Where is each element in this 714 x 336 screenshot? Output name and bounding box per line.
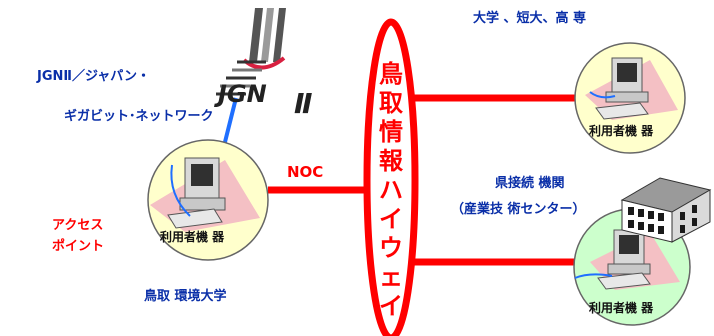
top-right-site-label: 大学 、短大、高 専	[473, 11, 587, 26]
bottom-right-device-label: 利用者機 器	[589, 301, 654, 315]
hub-char: ハ	[379, 176, 403, 204]
building-icon	[620, 177, 712, 243]
hub-char: イ	[379, 292, 403, 320]
hub-char: 情	[379, 118, 403, 146]
hub-char: 報	[379, 147, 403, 175]
hub-char: ェ	[379, 263, 403, 291]
link-jgn-uplink	[221, 97, 238, 151]
hub-char: ウ	[379, 234, 403, 262]
top-right-computer-icon	[585, 57, 678, 120]
left-device-label: 利用者機 器	[160, 230, 225, 244]
access-point-label-line2: ポイント	[52, 239, 105, 254]
left-site-label: 鳥取 環境大学	[144, 289, 227, 304]
top-right-device-label: 利用者機 器	[589, 124, 654, 138]
hub-label: 鳥 取 情 報 ハ イ ウ ェ イ	[368, 60, 414, 321]
bottom-right-site-label-line2: （産業技 術センター）	[451, 202, 586, 217]
jgn-roman-two: Ⅱ	[294, 87, 313, 120]
bottom-right-site-label-line1: 県接続 機関	[495, 176, 565, 191]
hub-char: イ	[379, 205, 403, 233]
access-point-label-line1: アクセス	[52, 218, 104, 233]
bottom-right-computer-icon	[574, 229, 680, 290]
jgn-logo-text: JGN	[218, 80, 267, 108]
left-computer-icon	[150, 157, 260, 232]
jgn-network-label-line2: ギガビット･ネットワーク	[64, 109, 214, 124]
hub-char: 取	[379, 89, 403, 117]
noc-label: NOC	[287, 163, 324, 181]
jgn-network-label-line1: JGNⅡ／ジャパン・	[37, 69, 150, 84]
hub-char: 鳥	[379, 60, 403, 88]
hub-ellipse	[363, 18, 419, 336]
jgn-logo	[216, 8, 286, 96]
